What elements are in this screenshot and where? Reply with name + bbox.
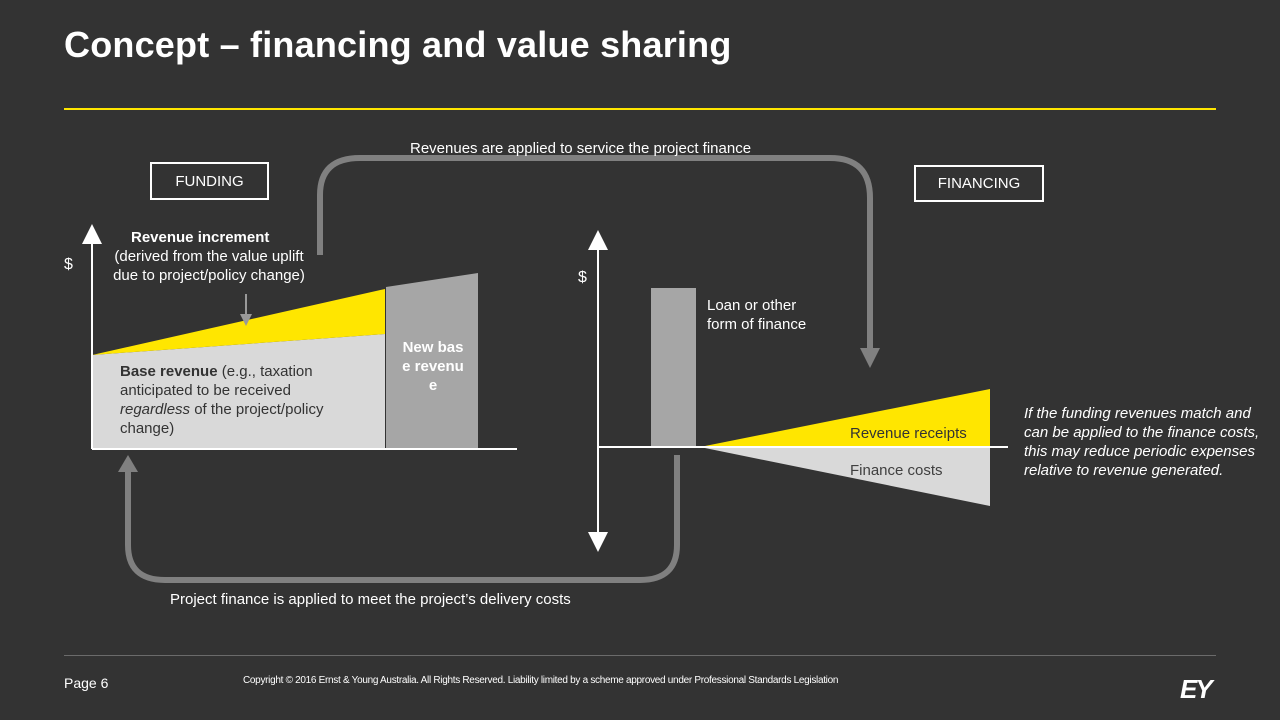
funding-label: FUNDING (150, 162, 269, 200)
bottom-connector-arrowhead (118, 455, 138, 472)
revenue-receipts-area (700, 389, 990, 447)
top-connector-arrowhead (860, 348, 880, 368)
bottom-arrow-caption: Project finance is applied to meet the p… (170, 591, 571, 608)
new-base-revenue-area (386, 273, 478, 449)
base-revenue-bold: Base revenue (120, 363, 218, 380)
financing-axis-label: $ (578, 269, 587, 286)
revenue-increment-title: Revenue increment (131, 229, 270, 246)
page-number: Page 6 (64, 675, 109, 691)
page-title: Concept – financing and value sharing (64, 24, 732, 65)
base-revenue-rest2: of the project/policy change) (120, 401, 324, 437)
new-base-revenue-label: New base revenue (402, 339, 464, 394)
revenue-increment-area (92, 289, 385, 355)
footer-divider (64, 655, 1216, 656)
increment-callout-arrowhead (240, 314, 252, 326)
funding-axis-label: $ (64, 256, 73, 273)
loan-bar (651, 288, 696, 446)
revenue-receipts-label: Revenue receipts (850, 425, 967, 442)
base-revenue-area (92, 334, 385, 449)
loan-label: Loan or other form of finance (707, 297, 807, 333)
base-revenue-rest1: (e.g., taxation anticipated to be receiv… (120, 363, 313, 399)
bottom-connector-arrow (125, 455, 680, 583)
top-connector-arrow (317, 155, 873, 350)
finance-costs-area (700, 447, 990, 506)
copyright-notice: Copyright © 2016 Ernst & Young Australia… (243, 675, 839, 686)
base-revenue-text: Base revenue (e.g., taxation anticipated… (120, 362, 360, 438)
financing-label: FINANCING (914, 165, 1044, 202)
base-revenue-italic: regardless (120, 401, 191, 418)
top-arrow-caption: Revenues are applied to service the proj… (410, 140, 752, 157)
title-divider (64, 108, 1216, 110)
revenue-increment-desc: (derived from the value uplift due to pr… (113, 248, 305, 284)
ey-logo: EY (1180, 674, 1213, 704)
financing-note: If the funding revenues match and can be… (1024, 405, 1260, 479)
finance-costs-label: Finance costs (850, 462, 943, 479)
